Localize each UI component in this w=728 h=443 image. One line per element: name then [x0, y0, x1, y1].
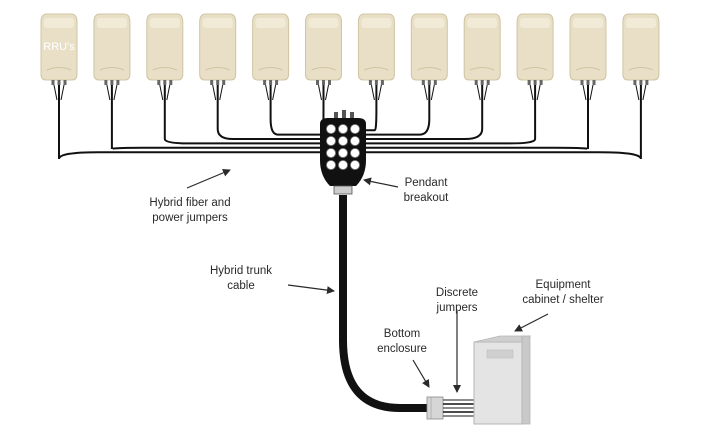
jumper-tail — [483, 84, 488, 101]
svg-text:breakout: breakout — [404, 192, 450, 204]
rru-unit — [93, 13, 131, 85]
jumper-tail — [430, 84, 435, 101]
jumper-tail — [272, 84, 277, 101]
breakout-port — [350, 136, 360, 146]
jumper-tail — [377, 84, 382, 101]
jumper-cable — [366, 85, 642, 160]
jumper-tail — [53, 84, 58, 101]
rru-unit — [516, 13, 554, 85]
jumper-cable — [366, 85, 378, 132]
jumper-tail — [60, 84, 65, 101]
discrete-jumpers — [443, 399, 474, 417]
rru-unit — [410, 13, 448, 85]
svg-text:Pendant: Pendant — [405, 177, 449, 189]
svg-text:Equipment: Equipment — [536, 279, 592, 291]
jumper-tail — [318, 84, 322, 101]
jumper-tail — [476, 84, 481, 101]
equipment-cabinet — [473, 335, 532, 425]
rru-label: RRU's — [43, 41, 75, 53]
label-bottom-enclosure: Bottom enclosure — [377, 328, 427, 355]
rru-unit — [252, 13, 290, 85]
jumper-cable — [163, 85, 320, 145]
svg-text:Bottom: Bottom — [384, 328, 420, 340]
svg-text:Hybrid trunk: Hybrid trunk — [210, 265, 272, 277]
breakout-port — [338, 160, 348, 170]
rru-unit — [305, 13, 342, 85]
jumper-tail — [265, 84, 270, 101]
svg-text:Hybrid fiber and: Hybrid fiber and — [149, 197, 230, 209]
svg-text:power jumpers: power jumpers — [152, 212, 228, 224]
label-equipment-cabinet: Equipment cabinet / shelter — [522, 279, 603, 306]
svg-text:enclosure: enclosure — [377, 343, 427, 355]
jumper-tail — [635, 84, 640, 101]
jumper-tail — [582, 84, 587, 101]
breakout-port — [326, 160, 336, 170]
hybrid-jumpers — [53, 84, 647, 160]
jumper-cable — [366, 85, 537, 145]
rru-unit — [146, 13, 184, 85]
jumper-cable — [366, 85, 431, 136]
pendant-arrow — [363, 177, 399, 188]
jumper-tail — [589, 84, 594, 101]
cabinet-arrow — [514, 313, 549, 332]
rru-unit — [569, 13, 607, 85]
breakout-port — [338, 136, 348, 146]
pendant-breakout — [320, 110, 366, 195]
trunk-arrow — [287, 284, 335, 295]
jumper-tail — [325, 84, 329, 101]
jumper-tail — [159, 84, 164, 101]
svg-text:jumpers: jumpers — [436, 302, 478, 314]
jumper-tail — [642, 84, 647, 101]
jumper-cable — [58, 85, 320, 160]
callout-arrows — [186, 169, 549, 393]
bottom-arrow — [412, 359, 430, 388]
jumper-tail — [529, 84, 534, 101]
breakout-port — [326, 148, 336, 158]
jumper-tail — [166, 84, 171, 101]
jumper-tail — [423, 84, 428, 101]
jumpers-arrow — [186, 169, 231, 189]
breakout-port — [338, 148, 348, 158]
breakout-port — [326, 136, 336, 146]
jumper-tail — [212, 84, 217, 101]
bottom-enclosure — [426, 396, 444, 420]
breakout-port — [350, 160, 360, 170]
jumper-cable — [366, 85, 589, 150]
rru-unit — [622, 13, 660, 85]
label-hybrid-jumpers: Hybrid fiber and power jumpers — [149, 197, 230, 224]
svg-text:Discrete: Discrete — [436, 287, 478, 299]
jumper-tail — [113, 84, 118, 101]
breakout-port — [350, 124, 360, 134]
rru-row — [40, 13, 660, 85]
rru-unit — [40, 13, 78, 85]
svg-text:cabinet / shelter: cabinet / shelter — [522, 294, 603, 306]
jumper-tail — [536, 84, 541, 101]
jumper-cable — [216, 85, 320, 140]
breakout-port — [350, 148, 360, 158]
jumper-tail — [370, 84, 375, 101]
label-hybrid-trunk: Hybrid trunk cable — [210, 265, 272, 292]
label-pendant-breakout: Pendant breakout — [404, 177, 450, 204]
jumper-tail — [219, 84, 224, 101]
rru-unit — [463, 13, 501, 85]
breakout-port — [326, 124, 336, 134]
breakout-port — [338, 124, 348, 134]
jumper-cable — [366, 85, 484, 140]
label-discrete-jumpers: Discrete jumpers — [436, 287, 479, 314]
rru-unit — [199, 13, 237, 85]
hybrid-trunk-cable — [339, 195, 428, 412]
breakout-ports — [326, 124, 360, 170]
jumper-cable — [269, 85, 320, 136]
jumper-tail — [106, 84, 111, 101]
jumper-cable — [110, 85, 320, 150]
rru-unit — [357, 13, 395, 85]
svg-text:cable: cable — [227, 280, 255, 292]
